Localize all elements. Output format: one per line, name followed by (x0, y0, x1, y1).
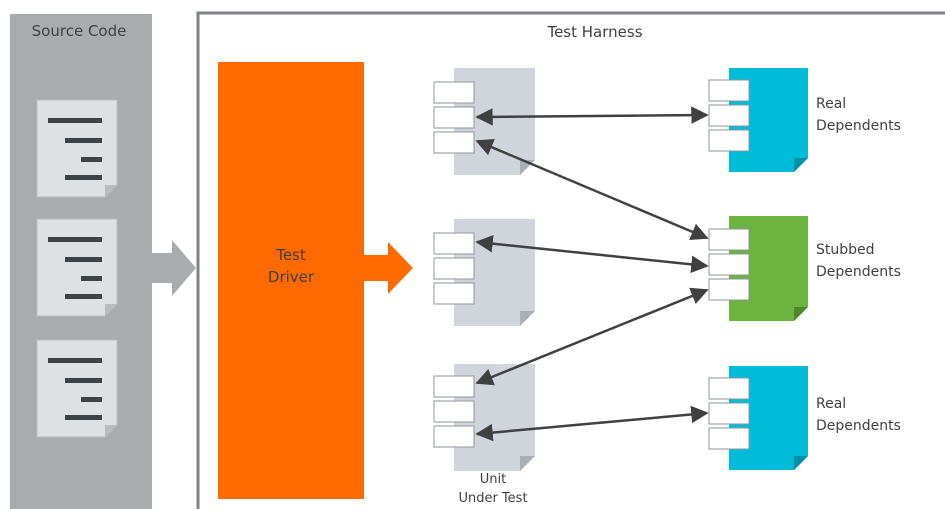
real-bottom-line1: Real (816, 396, 847, 412)
real-top-line1: Real (816, 96, 847, 112)
unit-under-test-icon (433, 219, 535, 326)
source-code-title: Source Code (31, 22, 127, 40)
stubbed-line1: Stubbed (816, 242, 875, 258)
test-driver-label: Test Driver (218, 244, 364, 288)
real-top-line2: Dependents (816, 118, 901, 134)
real-dependents-bottom-label: Real Dependents (816, 393, 901, 437)
unit-line2: Under Test (458, 491, 528, 506)
link-unit1-stub (475, 139, 709, 240)
stubbed-line2: Dependents (816, 264, 901, 280)
test-driver-label-line1: Test (276, 246, 306, 264)
link-unit3-stub (475, 287, 709, 386)
source-file-icon (36, 218, 118, 317)
link-unit1-real1 (475, 106, 709, 126)
dependency-links (475, 106, 709, 442)
source-file-icon (36, 339, 118, 438)
driver-arrow (364, 242, 413, 294)
source-file-icon (36, 99, 118, 198)
test-harness-title: Test Harness (547, 23, 643, 41)
real-bottom-line2: Dependents (816, 418, 901, 434)
stubbed-dependents-icon (708, 216, 808, 321)
real-dependents-icon (708, 68, 808, 172)
test-harness-frame (196, 11, 945, 509)
real-dependents-top-label: Real Dependents (816, 93, 901, 137)
link-unit2-stub (475, 234, 709, 274)
link-unit3-real2 (475, 405, 709, 442)
unit-under-test-label: Unit Under Test (438, 470, 548, 508)
test-driver-label-line2: Driver (267, 268, 315, 286)
unit-line1: Unit (479, 472, 507, 487)
unit-under-test-icon (433, 364, 535, 471)
stubbed-dependents-label: Stubbed Dependents (816, 239, 901, 283)
real-dependents-icon (708, 366, 808, 470)
source-to-harness-arrow (152, 240, 196, 296)
test-driver-block (218, 62, 364, 499)
